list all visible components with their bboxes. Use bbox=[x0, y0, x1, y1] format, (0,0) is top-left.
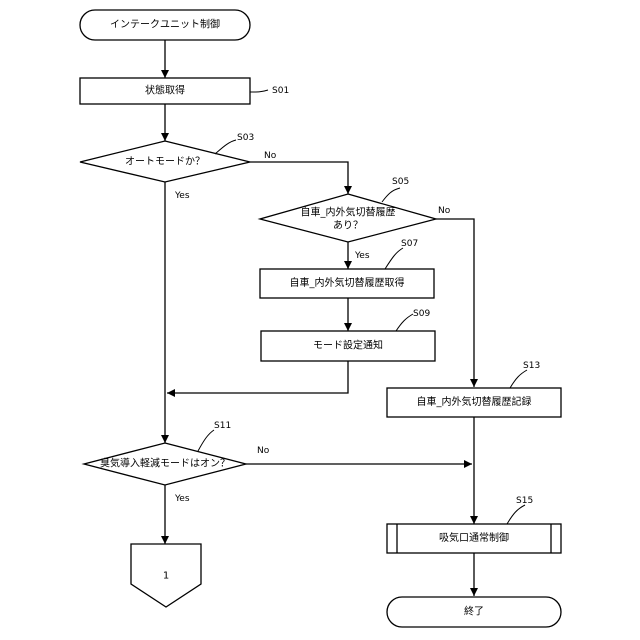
node-start: インテークユニット制御 bbox=[80, 10, 250, 40]
node-s13: 自車_内外気切替履歴記録 bbox=[387, 388, 561, 417]
branch-s11-yes: Yes bbox=[174, 494, 190, 504]
node-end-label: 終了 bbox=[464, 605, 484, 618]
node-s05-label-line1: 自車_内外気切替履歴 bbox=[301, 206, 396, 219]
leader-s15 bbox=[507, 505, 525, 524]
node-s01-label: 状態取得 bbox=[145, 84, 185, 97]
leader-s05 bbox=[382, 188, 400, 202]
node-s09: モード設定通知 bbox=[261, 331, 435, 361]
node-start-label: インテークユニット制御 bbox=[110, 18, 220, 31]
step-s15: S15 bbox=[516, 496, 533, 506]
leader-s07 bbox=[385, 248, 403, 269]
edge-s09-to-merge bbox=[167, 361, 348, 393]
leader-s11 bbox=[198, 430, 214, 451]
node-end: 終了 bbox=[387, 597, 561, 627]
leader-s01 bbox=[250, 90, 268, 92]
node-s05-label-line2: あり？ bbox=[333, 220, 363, 232]
node-connector-label: 1 bbox=[163, 571, 169, 582]
leader-s09 bbox=[396, 314, 413, 331]
node-s05: 自車_内外気切替履歴 あり？ bbox=[260, 194, 436, 242]
step-s13: S13 bbox=[523, 361, 540, 371]
edge-s05-no-to-s13 bbox=[436, 219, 474, 387]
node-s11-label: 臭気導入軽減モードはオン？ bbox=[100, 457, 230, 470]
node-s03: オートモードか？ bbox=[80, 141, 250, 182]
branch-s03-yes: Yes bbox=[174, 191, 190, 201]
leader-s03 bbox=[215, 140, 236, 154]
step-s11: S11 bbox=[214, 421, 231, 431]
step-labels: S01 S03 S05 S07 S09 S11 S13 S15 bbox=[198, 86, 540, 524]
node-s13-label: 自車_内外気切替履歴記録 bbox=[417, 395, 532, 408]
node-s03-label: オートモードか？ bbox=[125, 156, 205, 168]
node-s15: 吸気口通常制御 bbox=[387, 524, 561, 553]
branch-s05-yes: Yes bbox=[354, 251, 370, 261]
node-s15-label: 吸気口通常制御 bbox=[439, 531, 509, 544]
node-s07-label: 自車_内外気切替履歴取得 bbox=[290, 276, 405, 289]
edge-s03-no-to-s05 bbox=[250, 162, 348, 194]
node-connector: 1 bbox=[131, 544, 201, 607]
step-s07: S07 bbox=[401, 239, 418, 249]
step-s03: S03 bbox=[237, 133, 254, 143]
node-s11: 臭気導入軽減モードはオン？ bbox=[84, 443, 246, 485]
branch-s05-no: No bbox=[438, 206, 451, 216]
step-s01: S01 bbox=[272, 86, 289, 96]
node-s07: 自車_内外気切替履歴取得 bbox=[260, 269, 434, 298]
branch-s03-no: No bbox=[264, 151, 277, 161]
step-s09: S09 bbox=[413, 309, 430, 319]
node-s09-label: モード設定通知 bbox=[313, 339, 383, 352]
step-s05: S05 bbox=[392, 177, 409, 187]
branch-s11-no: No bbox=[257, 446, 270, 456]
node-s01: 状態取得 bbox=[80, 78, 250, 104]
leader-s13 bbox=[510, 370, 527, 388]
